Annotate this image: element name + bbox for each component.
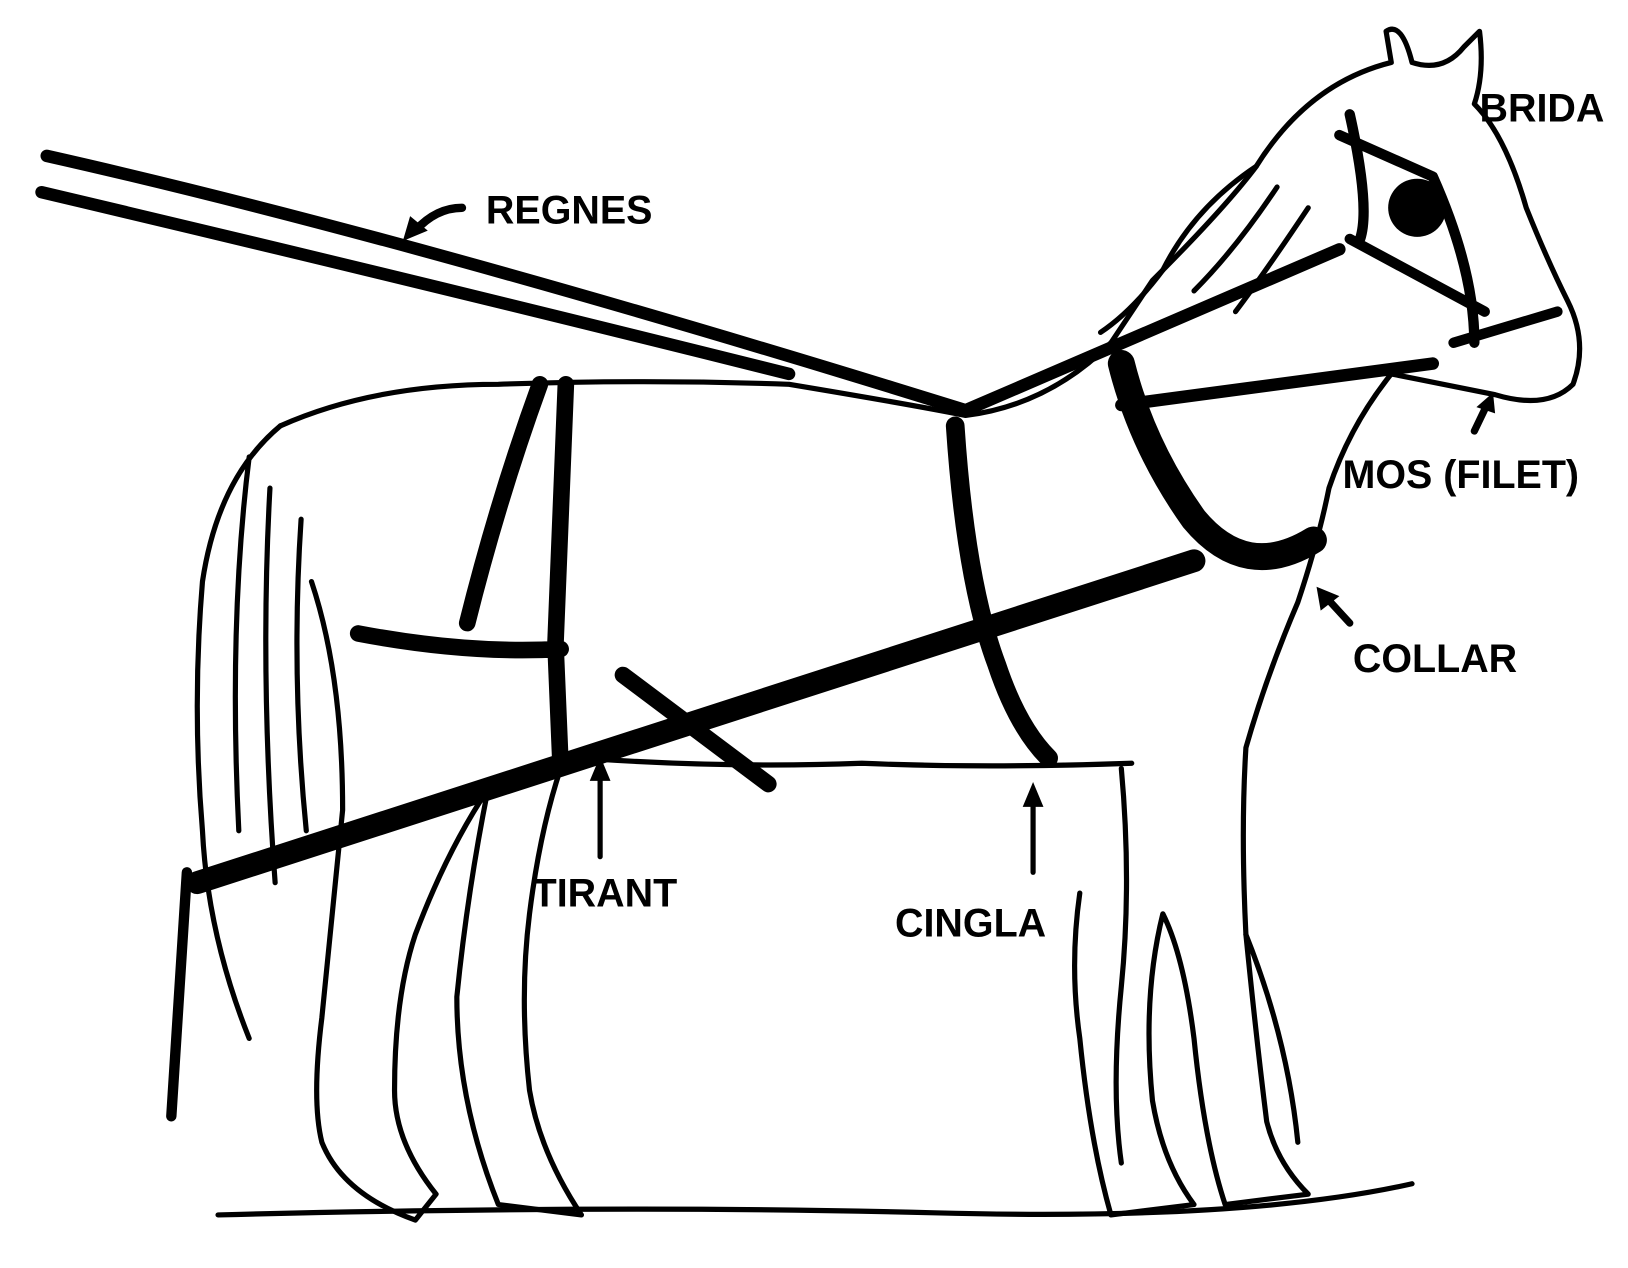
reins xyxy=(35,149,1440,417)
label-collar: COLLAR xyxy=(1353,637,1517,681)
arrow-tirant-head xyxy=(589,755,611,781)
arrow-regnes-head xyxy=(402,216,428,242)
label-mos: MOS (FILET) xyxy=(1342,453,1579,497)
label-cingla: CINGLA xyxy=(895,902,1046,946)
collar xyxy=(1107,350,1327,571)
horse-tail xyxy=(194,423,309,1041)
trace-chain xyxy=(166,867,193,1122)
bridle xyxy=(1334,109,1563,348)
breeching xyxy=(349,375,777,793)
arrow-mos-head xyxy=(1476,392,1496,414)
horse-hind-legs xyxy=(308,578,585,1223)
label-brida: BRIDA xyxy=(1480,87,1605,131)
horse-mane xyxy=(1097,163,1311,335)
arrow-collar-head xyxy=(1316,586,1340,611)
girth-strap xyxy=(945,416,1058,768)
horse-body xyxy=(277,26,1583,1218)
label-regnes: REGNES xyxy=(486,188,653,232)
horse-front-legs xyxy=(1113,765,1301,1166)
arrow-cingla-head xyxy=(1022,781,1044,807)
ground-line xyxy=(215,1181,1415,1218)
label-tirant: TIRANT xyxy=(533,872,678,916)
blinker xyxy=(1388,178,1447,237)
horse-belly xyxy=(578,755,1135,769)
